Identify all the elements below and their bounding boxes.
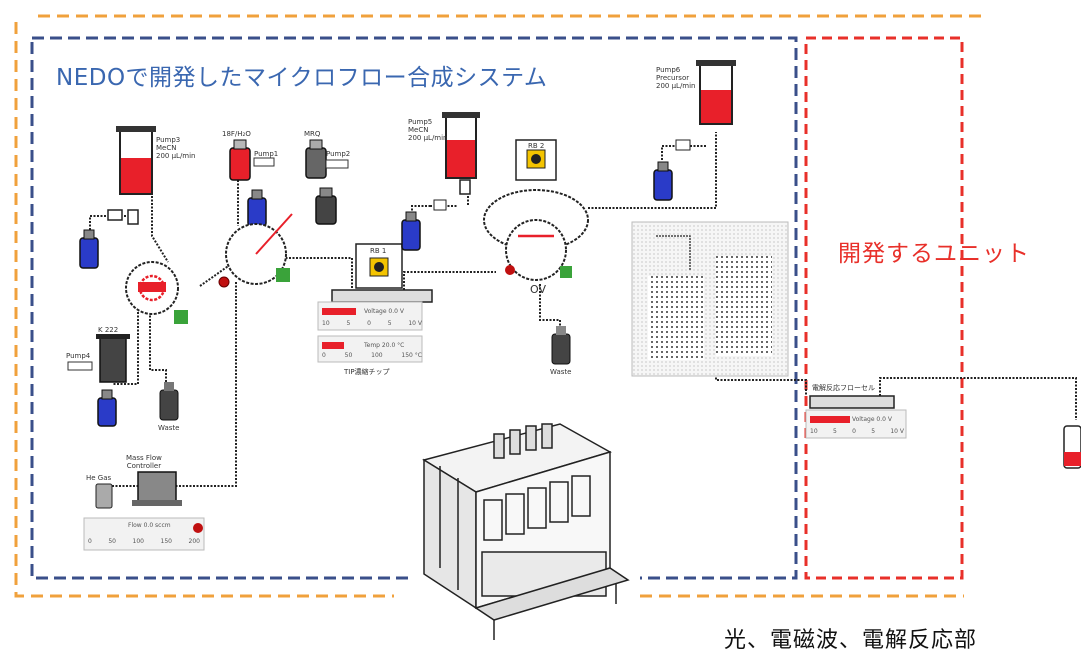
voltage-readout-1: Voltage 0.0 V (364, 308, 404, 315)
pump6-label: Pump6 Precursor 200 μL/min (656, 66, 696, 90)
rb2-label: RB 2 (528, 142, 545, 150)
ov-label: OV (530, 283, 546, 296)
pump3-label: Pump3 MeCN 200 μL/min (156, 136, 196, 160)
pump3-syringe (116, 126, 156, 195)
mass-flow-label: Mass Flow Controller (126, 454, 162, 470)
flow-cell-label: 電解反応フローセル (812, 384, 875, 392)
tip-chip-label: TIP濃縮チップ (344, 368, 390, 376)
valve-2 (218, 213, 293, 288)
temp-readout-1: Temp 20.0 °C (364, 342, 405, 349)
pump2-label: Pump2 (326, 150, 351, 158)
vial-left-top (79, 229, 99, 269)
new-unit-title: 開発するユニット (838, 241, 1030, 267)
nedo-system-title: NEDOで開発したマイクロフロー合成システム (56, 65, 548, 91)
reaction-chip (631, 221, 789, 377)
valve-1 (125, 261, 188, 324)
waste2-label: Waste (550, 368, 572, 376)
voltage-readout-2: Voltage 0.0 V (852, 416, 892, 423)
rb1-shield (355, 243, 403, 289)
pump4-label: Pump4 (66, 352, 91, 360)
k222-label: K 222 (98, 326, 119, 334)
waste1-label: Waste (158, 424, 180, 432)
vial-left-bottom (97, 389, 117, 427)
mrq-label: MRQ (304, 130, 321, 138)
rb1-label: RB 1 (370, 247, 387, 255)
microflow-apparatus-illustration (408, 414, 640, 650)
he-gas-label: He Gas (86, 474, 112, 482)
h2o18-label: 18F/H₂O (222, 130, 251, 138)
pump5-label: Pump5 MeCN 200 μL/min (408, 118, 448, 142)
flow-readout: Flow 0.0 sccm (128, 522, 171, 529)
ov-valve (483, 189, 589, 281)
caption-text: 光、電磁波、電解反応部 (724, 628, 978, 653)
pump1-label: Pump1 (254, 150, 279, 158)
